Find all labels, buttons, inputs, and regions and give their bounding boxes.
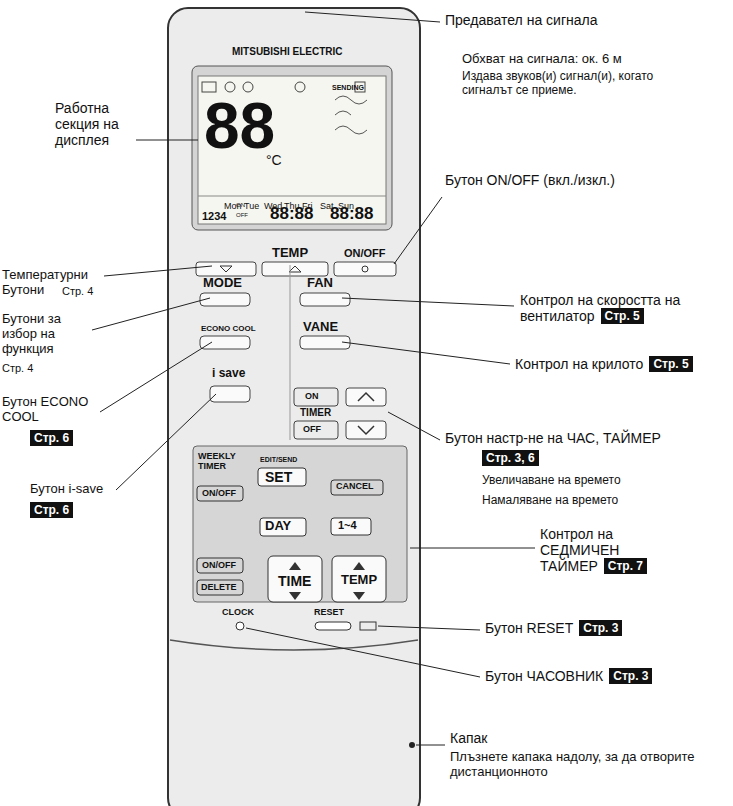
callout-note: Плъзнете капака надолу, за да отворите д… [450, 750, 725, 780]
day: Tue [244, 201, 259, 211]
program-number: 1234 [202, 210, 226, 223]
button-label: ON/OFF [202, 488, 236, 498]
callout-text: Бутон RESET [485, 620, 573, 636]
callout-text: Бутон ECONO COOL [2, 395, 99, 425]
button-label: CANCEL [336, 481, 374, 491]
button-label: OFF [303, 424, 321, 434]
page-ref: Стр. 3, 6 [486, 451, 535, 465]
button-label: ON [305, 391, 319, 401]
callout-text: Бутон ЧАСОВНИК [485, 668, 603, 684]
lcd-digits: 88 [204, 94, 275, 158]
page-ref: Стр. 3 [613, 669, 648, 683]
button-label: DAY [265, 519, 291, 534]
callout-note: Увеличаване на времето [482, 474, 621, 488]
button-label: SET [265, 469, 292, 485]
brand: MITSUBISHI ELECTRIC [232, 46, 343, 58]
lcd-status: SENDING [332, 84, 364, 92]
lcd-time: 88:88 [330, 204, 373, 224]
callout-text: Предавател на сигнала [445, 12, 597, 28]
page-ref: Стр. 6 [34, 431, 69, 445]
button-label: DELETE [201, 582, 237, 592]
button-label: CLOCK [222, 607, 254, 617]
button-label: ECONO COOL [201, 324, 256, 333]
callout-text: Контрол на крилото [515, 356, 643, 372]
lcd-unit: °C [266, 152, 282, 168]
button-label: FAN [307, 276, 333, 291]
callout-text: Бутон i-save [30, 482, 103, 497]
page-ref-box: Стр. 3 [609, 668, 652, 684]
callout-text: Температурни Бутони [2, 268, 112, 298]
button-label: TEMP [272, 246, 308, 261]
page-ref-box: Стр. 6 [30, 430, 73, 446]
callout-text: Бутони за избор на функция [2, 312, 94, 357]
callout-text: Работна секция на дисплея [55, 100, 145, 148]
button-label: 1~4 [338, 519, 357, 532]
button-label: VANE [303, 320, 338, 335]
page-ref: Стр. 5 [605, 309, 640, 323]
button-label: TIME [278, 573, 311, 589]
callout-note: Издава звуков(и) сигнал(и), когато сигна… [462, 70, 697, 98]
page-ref: Стр. 7 [608, 559, 643, 573]
page-ref-box: Стр. 6 [30, 502, 73, 518]
page-ref: Стр. 3 [583, 621, 618, 635]
page-ref: Стр. 4 [2, 362, 33, 375]
lcd-time: 88:88 [270, 204, 313, 224]
page-ref-box: Стр. 7 [604, 558, 647, 574]
panel-title: WEEKLY TIMER [198, 451, 248, 472]
button-label: ON/OFF [344, 247, 386, 260]
page-ref-box: Стр. 3 [579, 620, 622, 636]
button-label: MODE [203, 276, 242, 291]
button-label: TIMER [300, 407, 331, 419]
button-label: RESET [314, 607, 344, 617]
page-ref: Стр. 6 [34, 503, 69, 517]
page-ref-box: Стр. 3, 6 [482, 450, 539, 466]
page-ref: Стр. 5 [653, 357, 688, 371]
lcd-flag: ON [236, 202, 245, 209]
button-label: EDIT/SEND [260, 456, 297, 464]
callout-text: Бутон ON/OFF (вкл./изкл.) [445, 172, 615, 188]
page-ref-box: Стр. 5 [601, 308, 644, 324]
button-label: i save [212, 367, 245, 381]
page-ref: Стр. 4 [62, 285, 93, 298]
button-label: ON/OFF [202, 560, 236, 570]
lcd-flag: OFF [236, 212, 248, 219]
button-label: TEMP [341, 573, 377, 588]
callout-note: Намаляване на времето [482, 494, 618, 508]
page-ref-box: Стр. 5 [649, 356, 692, 372]
callout-text: Бутон настр-не на ЧАС, ТАЙМЕР [445, 430, 661, 446]
callout-text: Обхват на сигнала: ок. 6 м [462, 52, 622, 67]
callout-text: Капак [450, 730, 487, 746]
